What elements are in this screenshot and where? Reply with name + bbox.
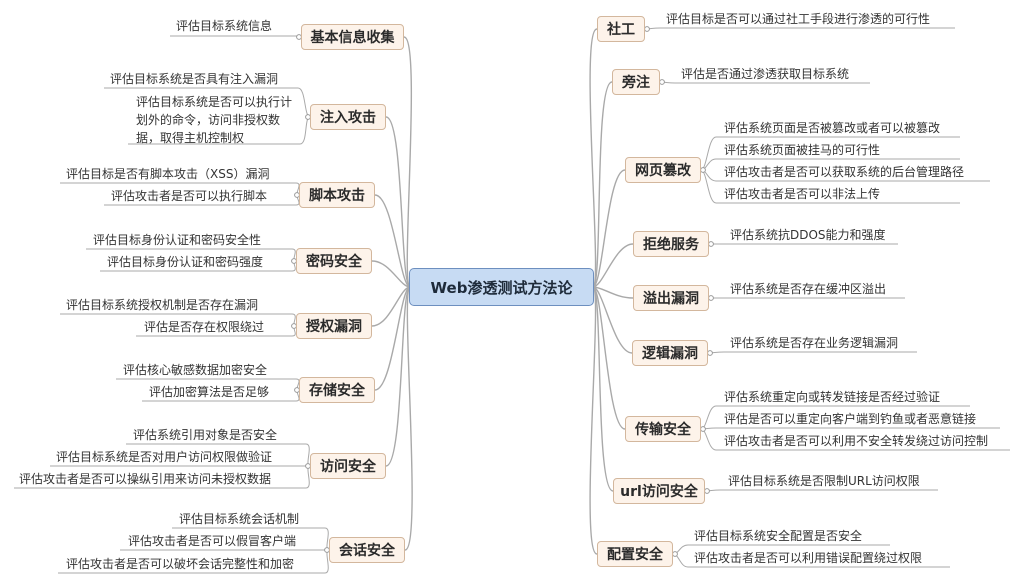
- leaf-text: 评估攻击者是否可以操纵引用来访问未授权数据: [19, 472, 272, 486]
- leaf-text: 评估是否存在权限绕过: [144, 320, 265, 334]
- topic-transport-security[interactable]: 传输安全: [625, 416, 701, 442]
- leaf-text: 评估系统抗DDOS能力和强度: [730, 228, 886, 242]
- topic-web-tampering[interactable]: 网页篡改: [625, 157, 701, 183]
- leaf-text: 评估系统是否存在业务逻辑漏洞: [730, 336, 899, 350]
- leaf-text: 评估攻击者是否可以破坏会话完整性和加密: [66, 557, 295, 571]
- topic-social-engineering[interactable]: 社工: [597, 16, 645, 42]
- leaf-text: 评估攻击者是否可以利用错误配置绕过权限: [694, 551, 923, 565]
- leaf-text: 评估目标系统安全配置是否安全: [694, 529, 863, 543]
- leaf-text: 评估系统页面被挂马的可行性: [724, 143, 881, 157]
- topic-session-security[interactable]: 会话安全: [329, 537, 405, 563]
- topic-side-injection[interactable]: 旁注: [612, 69, 660, 95]
- leaf-text: 评估攻击者是否可以执行脚本: [111, 189, 268, 203]
- topic-storage-security[interactable]: 存储安全: [299, 377, 375, 403]
- leaf-text: 评估系统是否存在缓冲区溢出: [730, 282, 887, 296]
- topic-url-access-security[interactable]: url访问安全: [613, 478, 705, 504]
- topic-logic-flaw[interactable]: 逻辑漏洞: [632, 340, 708, 366]
- leaf-text: 评估目标身份认证和密码安全性: [93, 233, 262, 247]
- leaf-text: 评估攻击者是否可以假冒客户端: [128, 534, 297, 548]
- topic-script-attack[interactable]: 脚本攻击: [299, 182, 375, 208]
- topic-config-security[interactable]: 配置安全: [597, 541, 673, 567]
- leaf-text: 评估攻击者是否可以非法上传: [724, 187, 881, 201]
- topic-info-gathering[interactable]: 基本信息收集: [301, 24, 404, 50]
- leaf-text: 评估目标系统授权机制是否存在漏洞: [66, 298, 259, 312]
- leaf-text: 评估是否可以重定向客户端到钓鱼或者恶意链接: [724, 412, 977, 426]
- leaf-text: 评估目标是否可以通过社工手段进行渗透的可行性: [666, 12, 931, 26]
- leaf-text: 评估目标身份认证和密码强度: [107, 255, 264, 269]
- leaf-text: 评估目标系统是否可以执行计划外的命令，访问非授权数据，取得主机控制权: [136, 95, 293, 145]
- leaf-text: 评估目标系统是否限制URL访问权限: [728, 474, 920, 488]
- leaf-text: 评估加密算法是否足够: [149, 385, 270, 399]
- topic-password-security[interactable]: 密码安全: [296, 248, 372, 274]
- leaf-text: 评估是否通过渗透获取目标系统: [681, 67, 850, 81]
- leaf-text: 评估攻击者是否可以利用不安全转发绕过访问控制: [724, 434, 989, 448]
- leaf-text: 评估目标系统信息: [176, 19, 273, 33]
- leaf-text: 评估核心敏感数据加密安全: [123, 363, 268, 377]
- central-topic[interactable]: Web渗透测试方法论: [409, 268, 594, 306]
- topic-injection[interactable]: 注入攻击: [310, 104, 386, 130]
- topic-overflow[interactable]: 溢出漏洞: [633, 285, 709, 311]
- topic-access-security[interactable]: 访问安全: [310, 453, 386, 479]
- leaf-text: 评估系统重定向或转发链接是否经过验证: [724, 390, 941, 404]
- leaf-text: 评估系统页面是否被篡改或者可以被篡改: [724, 121, 941, 135]
- leaf-text: 评估目标系统会话机制: [179, 512, 300, 526]
- leaf-text: 评估系统引用对象是否安全: [133, 428, 278, 442]
- leaf-text: 评估目标是否有脚本攻击（XSS）漏洞: [66, 167, 270, 181]
- leaf-text: 评估攻击者是否可以获取系统的后台管理路径: [724, 165, 965, 179]
- leaf-text: 评估目标系统是否具有注入漏洞: [110, 72, 279, 86]
- topic-dos[interactable]: 拒绝服务: [633, 231, 709, 257]
- leaf-text: 评估目标系统是否对用户访问权限做验证: [56, 450, 273, 464]
- topic-authorization[interactable]: 授权漏洞: [296, 313, 372, 339]
